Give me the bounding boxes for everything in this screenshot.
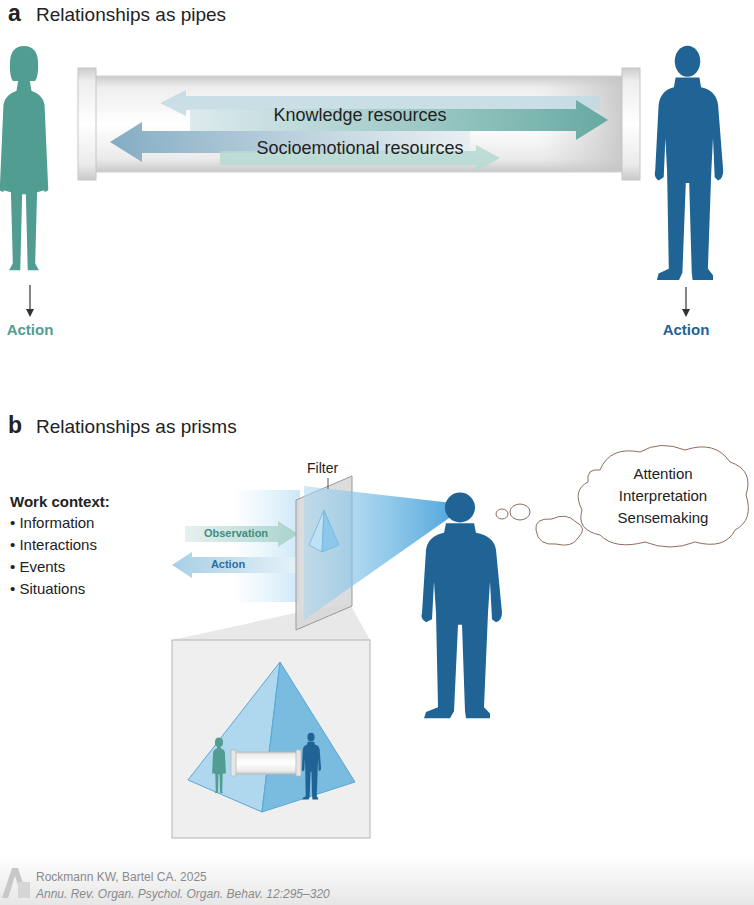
light-beam bbox=[232, 490, 300, 602]
mini-pipe bbox=[234, 752, 298, 774]
prism-icon bbox=[322, 510, 339, 552]
woman-silhouette bbox=[0, 46, 48, 270]
panel-letter: a bbox=[8, 0, 21, 28]
thought-cloud: AttentionInterpretationSensemaking bbox=[570, 438, 754, 554]
footer-band bbox=[0, 856, 754, 905]
context-item: • Information bbox=[10, 514, 94, 532]
pipe-body bbox=[90, 76, 630, 172]
context-heading: Work context: bbox=[10, 493, 110, 511]
prism-icon bbox=[309, 510, 324, 552]
thought-bubble bbox=[496, 509, 508, 519]
action-arrow bbox=[685, 287, 686, 312]
filter-label: Filter bbox=[307, 460, 338, 477]
action-label: Action bbox=[646, 321, 726, 339]
inset-box bbox=[172, 640, 370, 838]
arrow-label: Action bbox=[188, 558, 268, 571]
context-item: • Events bbox=[10, 558, 65, 576]
panel-letter: b bbox=[8, 412, 22, 440]
pipe-flange bbox=[231, 750, 236, 776]
woman-silhouette bbox=[212, 737, 226, 793]
pipe-flange bbox=[622, 68, 640, 180]
man-silhouette bbox=[655, 46, 723, 280]
action-arrow bbox=[172, 552, 296, 578]
pipe-flange bbox=[296, 750, 301, 776]
action-arrow bbox=[29, 285, 30, 312]
citation: Rockmann KW, Bartel CA. 2025 bbox=[36, 870, 207, 884]
node-text: Socioemotional resources bbox=[256, 137, 463, 159]
man-silhouette bbox=[302, 733, 321, 800]
node-text: Attention bbox=[633, 463, 692, 485]
man-silhouette bbox=[422, 493, 503, 719]
thought-cloud bbox=[578, 445, 748, 547]
context-item: • Situations bbox=[10, 580, 85, 598]
panel-title: Relationships as pipes bbox=[36, 4, 226, 27]
prism bbox=[262, 662, 355, 812]
action-label: Action bbox=[0, 321, 70, 339]
thought-bubble bbox=[536, 516, 583, 545]
arrow-head bbox=[26, 309, 34, 317]
citation: Annu. Rev. Organ. Psychol. Organ. Behav.… bbox=[36, 887, 330, 901]
leader-line bbox=[328, 478, 329, 489]
observation-arrow bbox=[185, 521, 298, 547]
node-text: Sensemaking bbox=[618, 507, 709, 529]
context-item: • Interactions bbox=[10, 536, 97, 554]
node-text: Knowledge resources bbox=[273, 104, 446, 126]
publisher-logo bbox=[18, 882, 30, 898]
resource-arrow bbox=[110, 122, 470, 162]
node-text: Interpretation bbox=[619, 485, 707, 507]
arrow-head bbox=[682, 309, 690, 317]
pipe-flange bbox=[78, 68, 96, 180]
panel-title: Relationships as prisms bbox=[36, 416, 237, 439]
thought-bubble bbox=[510, 504, 530, 520]
relationship-pipe: Knowledge resourcesSocioemotional resour… bbox=[76, 66, 644, 182]
arrow-label: Observation bbox=[186, 527, 286, 540]
